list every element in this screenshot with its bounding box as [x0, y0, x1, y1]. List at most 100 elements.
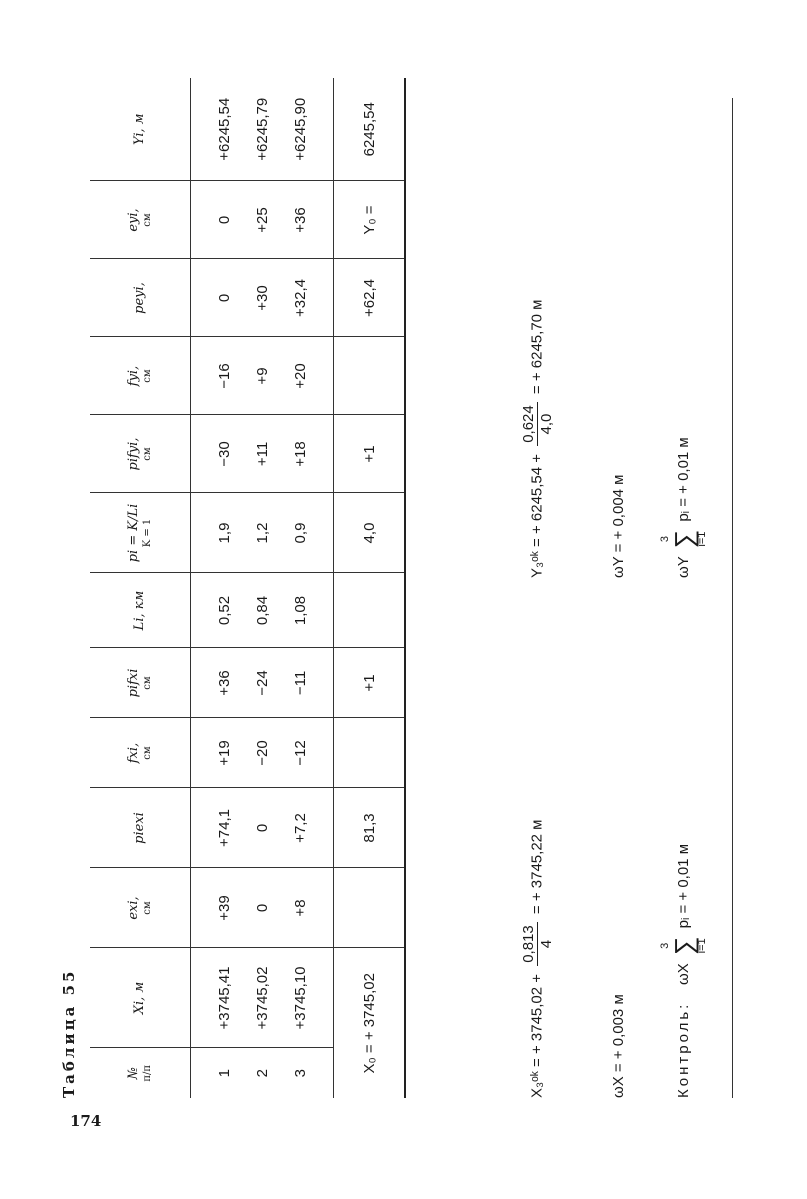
totals-row: X₀ = + 3745,02 81,3 +1 4,0 +1 +62,4 Y₀ =… [333, 78, 405, 1098]
column-header-label: fxi, [125, 742, 141, 764]
sum-bottom: i=1 [696, 938, 708, 954]
column-header-unit: см [141, 746, 153, 760]
formula-wx: ωX = + 0,003 м [610, 994, 627, 1098]
table-cell: 1,9 [190, 493, 243, 573]
formula-block: X₃ᵒᵏ = + 3745,02 + 0,813 4 = + 3745,22 м… [510, 98, 750, 1098]
control-x: Контроль: ωX 3 ∑ i=1 pᵢ = + 0,01 м [659, 843, 708, 1098]
formula-y3-denominator: 4,0 [538, 413, 555, 435]
total-pi-fxi: +1 [333, 648, 405, 718]
total-fyi [333, 337, 405, 415]
column-header: pifyi,см [90, 415, 191, 493]
control-y: ωY 3 ∑ i=1 pᵢ = + 0,01 м [659, 437, 708, 578]
total-exi [333, 868, 405, 948]
table-cell: −30 [190, 415, 243, 493]
table-cell: +39 [190, 868, 243, 948]
table-cell: −16 [190, 337, 243, 415]
column-header-label: eyi, [125, 208, 141, 232]
table-cell: +3745,02 [243, 948, 281, 1048]
formula-wy: ωY = + 0,004 м [610, 474, 627, 578]
table-cell: +25 [243, 181, 281, 259]
table-cell: +36 [281, 181, 334, 259]
table-caption: Таблица 55 [60, 968, 78, 1099]
column-header-label: pi = K/Li [125, 503, 141, 563]
formula-y3-numerator: 0,624 [520, 402, 538, 446]
table-cell: 0,84 [243, 573, 281, 648]
table-cell: 1,08 [281, 573, 334, 648]
table-cell: −11 [281, 648, 334, 718]
column-header: Li, км [90, 573, 191, 648]
table-cell: 3 [281, 1048, 334, 1098]
column-header-label: Li, км [131, 590, 147, 631]
table-cell: +11 [243, 415, 281, 493]
column-header-unit: см [141, 369, 153, 383]
table-cell: 1,2 [243, 493, 281, 573]
formula-x3-denominator: 4 [538, 939, 555, 949]
table-cell: +8 [281, 868, 334, 948]
table-cell: +6245,79 [243, 78, 281, 181]
column-header-unit: K = 1 [141, 518, 153, 548]
formula-x3-fraction: 0,813 4 [520, 922, 555, 966]
column-header-unit: см [141, 676, 153, 690]
table-cell: 0 [190, 181, 243, 259]
formula-x3: X₃ᵒᵏ = + 3745,02 + 0,813 4 = + 3745,22 м [520, 820, 555, 1098]
control-y-left: ωY [674, 556, 692, 578]
formula-x3-numerator: 0,813 [520, 922, 538, 966]
total-pi: 4,0 [333, 493, 405, 573]
control-x-left: ωX [674, 963, 692, 985]
table-cell: +18 [281, 415, 334, 493]
sum-sign-icon: 3 ∑ i=1 [659, 936, 708, 956]
table-cell: 2 [253, 1069, 271, 1078]
sum-sign-icon: 3 ∑ i=1 [659, 529, 708, 549]
column-header-unit: см [141, 447, 153, 461]
table-cell: +36 [190, 648, 243, 718]
formula-y3-fraction: 0,624 4,0 [520, 402, 555, 446]
table-cell: −24 [243, 648, 281, 718]
table-cell: 1 [215, 1069, 233, 1078]
total-fxi [333, 718, 405, 788]
column-header-label: Yi, м [131, 113, 147, 146]
page-number: 174 [70, 1112, 102, 1130]
table-cell: 0 [243, 868, 281, 948]
total-pi-fyi: +1 [333, 415, 405, 493]
table-cell: 0,52 [190, 573, 243, 648]
total-pi-exi: 81,3 [333, 788, 405, 868]
control-label: Контроль: [674, 1001, 692, 1098]
table-cell: +6245,90 [281, 78, 334, 181]
table-cell: +3745,10 [281, 948, 334, 1048]
column-header: exi,см [90, 868, 191, 948]
column-header-label: peyi, [131, 282, 147, 314]
table-cell: +30 [243, 259, 281, 337]
formula-y3-left: Y₃ᵒᵏ = + 6245,54 + [528, 453, 546, 578]
column-header: peyi, [90, 259, 191, 337]
bottom-rule [732, 98, 733, 1098]
column-header-label: exi, [125, 896, 141, 920]
total-x0: X₀ = + 3745,02 [333, 948, 405, 1098]
table-cell: 0 [243, 788, 281, 868]
control-y-right: pᵢ = + 0,01 м [674, 437, 692, 522]
column-header-label: pifyi, [125, 437, 141, 471]
table-cell: +32,4 [281, 259, 334, 337]
formula-y3: Y₃ᵒᵏ = + 6245,54 + 0,624 4,0 = + 6245,70… [520, 300, 555, 578]
total-yi: 6245,54 [333, 78, 405, 181]
total-li [333, 573, 405, 648]
column-header-unit: см [141, 901, 153, 915]
control-x-right: pᵢ = + 0,01 м [674, 843, 692, 929]
column-header-label: № [125, 1067, 141, 1080]
total-pe-yi: +62,4 [333, 259, 405, 337]
total-y0: Y₀ = [333, 181, 405, 259]
table-cell: −12 [281, 718, 334, 788]
formula-x3-left: X₃ᵒᵏ = + 3745,02 + [528, 973, 546, 1098]
column-header-label: fyi, [125, 365, 141, 387]
formula-y3-right: = + 6245,70 м [528, 299, 546, 395]
column-header: fyi,см [90, 337, 191, 415]
column-header-unit: см [141, 213, 153, 227]
